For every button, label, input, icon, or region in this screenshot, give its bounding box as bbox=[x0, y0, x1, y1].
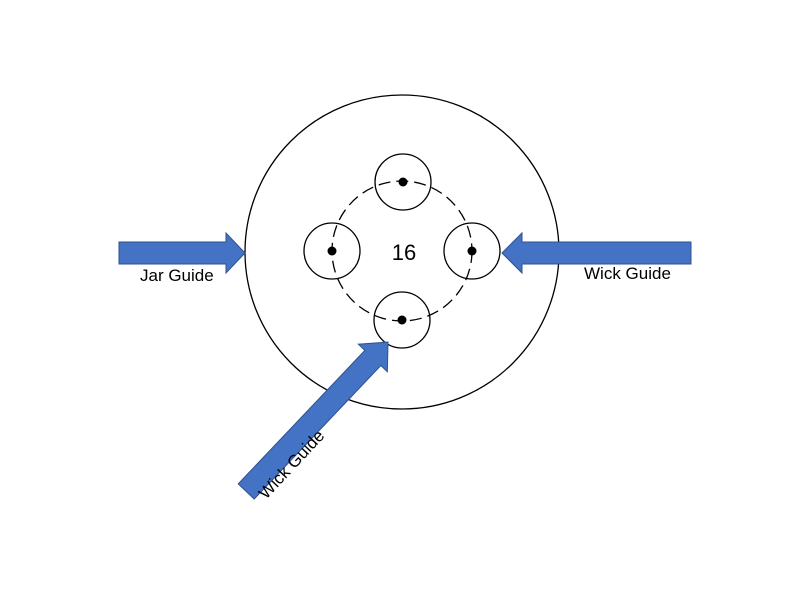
center-number: 16 bbox=[392, 240, 416, 265]
wick-guide-right-label: Wick Guide bbox=[584, 264, 671, 283]
jar-guide-label: Jar Guide bbox=[140, 266, 214, 285]
wick-dot-right bbox=[467, 246, 477, 256]
wick-hole-left bbox=[303, 222, 361, 280]
wick-dot-top bbox=[398, 177, 408, 187]
wick-dot-bottom bbox=[397, 315, 407, 325]
jar-guide-arrow bbox=[118, 231, 246, 275]
wick-hole-bottom bbox=[373, 291, 431, 349]
wick-guide-right-arrow bbox=[501, 231, 692, 275]
wick-hole-right bbox=[443, 222, 501, 280]
wick-dot-left bbox=[327, 246, 337, 256]
wick-hole-top bbox=[374, 153, 432, 211]
wick-guide-bottom-arrow bbox=[237, 341, 389, 500]
